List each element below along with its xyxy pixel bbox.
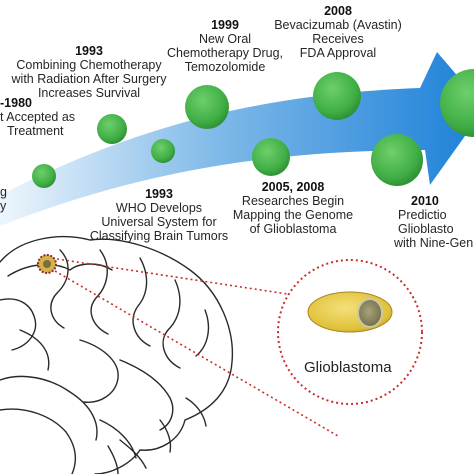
milestone-text-line: Predictio [398, 208, 447, 222]
milestone-label-early: -1980 t Accepted as Treatment [0, 96, 75, 138]
milestone-text-line: Chemotherapy Drug, [166, 46, 284, 60]
milestone-label-2005: 2005, 2008 Researches Begin Mapping the … [222, 180, 364, 236]
milestone-text-line: Increases Survival [37, 86, 141, 100]
milestone-node-2005 [252, 138, 290, 176]
milestone-text-line: Temozolomide [184, 60, 266, 74]
milestone-text-line: Glioblasto [398, 222, 454, 236]
milestone-node-2008 [313, 72, 361, 120]
milestone-text-line: Mapping the Genome [232, 208, 354, 222]
milestone-text-line: New Oral [198, 32, 252, 46]
milestone-year: 2008 [324, 4, 352, 18]
cell-nucleus [357, 298, 383, 328]
milestone-label-1999: 1999 New Oral Chemotherapy Drug, Temozol… [158, 18, 292, 74]
milestone-text-line: t Accepted as [0, 110, 76, 124]
milestone-node-1993a [97, 114, 127, 144]
milestone-label-first: g y [0, 185, 7, 213]
milestone-node-1993b [151, 139, 175, 163]
milestone-label-1993b: 1993 WHO Develops Universal System for C… [84, 187, 234, 243]
timeline-nodes [32, 69, 474, 188]
milestone-text-line: g [0, 185, 7, 199]
milestone-label-1993a: 1993 Combining Chemotherapy with Radiati… [3, 44, 175, 100]
milestone-text-line: Receives [312, 32, 364, 46]
tumor-core [43, 260, 51, 268]
zoom-connector-top [56, 258, 321, 300]
milestone-text-line: with Nine-Gen [394, 236, 474, 250]
milestone-node-1999 [185, 85, 229, 129]
milestone-node-2010a [371, 134, 423, 186]
milestone-label-2008: 2008 Bevacizumab (Avastin) Receives FDA … [268, 4, 408, 60]
milestone-year: 1993 [75, 44, 103, 58]
milestone-text-line: with Radiation After Surgery [11, 72, 167, 86]
milestone-text-line: Combining Chemotherapy [16, 58, 162, 72]
brain-illustration [0, 235, 234, 474]
milestone-year: 2005, 2008 [261, 180, 325, 194]
milestone-text-line: Treatment [7, 124, 64, 138]
milestone-year: 2010 [411, 194, 439, 208]
milestone-node-early [32, 164, 56, 188]
milestone-text-line: Universal System for [101, 215, 217, 229]
milestone-text-line: of Glioblastoma [249, 222, 337, 236]
glioblastoma-label: Glioblastoma [304, 359, 392, 376]
milestone-text-line: WHO Develops [115, 201, 203, 215]
milestone-text-line: Bevacizumab (Avastin) [274, 18, 402, 32]
milestone-text-line: y [0, 199, 7, 213]
milestone-year: -1980 [0, 96, 32, 110]
milestone-year: 1993 [145, 187, 173, 201]
milestone-node-2010b [440, 69, 474, 137]
milestone-text-line: Researches Begin [241, 194, 345, 208]
milestone-text-line: Classifying Brain Tumors [89, 229, 229, 243]
milestone-label-2010: 2010 Predictio Glioblasto with Nine-Gen [394, 194, 474, 250]
milestone-year: 1999 [211, 18, 239, 32]
milestone-text-line: FDA Approval [299, 46, 377, 60]
